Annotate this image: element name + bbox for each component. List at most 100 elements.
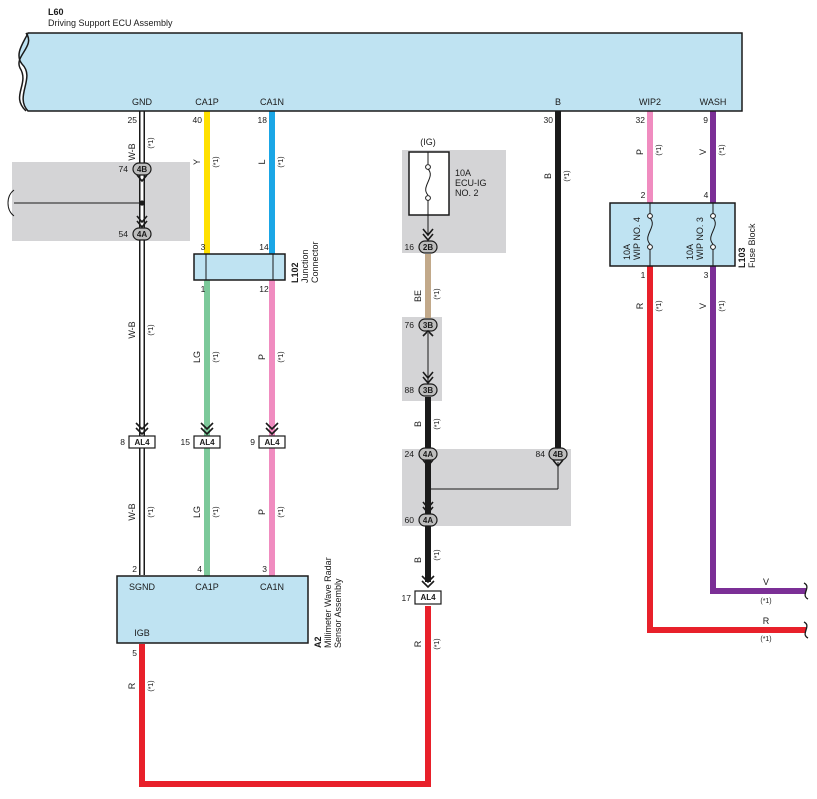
svg-text:(*1): (*1) xyxy=(278,351,285,362)
svg-text:WIP NO. 4: WIP NO. 4 xyxy=(632,217,642,260)
ecu-l60 xyxy=(18,32,743,112)
l102-label: L102 Junction Connector xyxy=(290,241,320,283)
fuse-ecu-ig-no2 xyxy=(408,151,450,216)
terminal-gnd: GND xyxy=(132,97,153,107)
ig-fuse-amp: 10A xyxy=(455,168,471,178)
terminal-ca1n: CA1N xyxy=(260,97,284,107)
svg-text:B: B xyxy=(413,421,423,427)
svg-text:R: R xyxy=(127,682,137,689)
junction-connector-l102 xyxy=(193,253,286,281)
svg-text:(*1): (*1) xyxy=(148,324,155,335)
svg-text:AL4: AL4 xyxy=(199,438,215,447)
pin-74: 74 xyxy=(119,164,129,174)
junction-area-4a4b-left xyxy=(12,162,190,241)
svg-text:AL4: AL4 xyxy=(420,593,436,602)
sensor-a2 xyxy=(116,575,309,644)
left-junction-branch xyxy=(7,189,145,217)
svg-text:(*1): (*1) xyxy=(434,638,441,649)
svg-text:4B: 4B xyxy=(553,450,563,459)
connector-3b-bottom: 3B xyxy=(418,371,438,397)
pin-60: 60 xyxy=(405,515,415,525)
cond-out-v: (*1) xyxy=(760,598,771,605)
cond-out-r: (*1) xyxy=(760,636,771,643)
svg-text:Fuse Block: Fuse Block xyxy=(747,223,757,268)
svg-text:(*1): (*1) xyxy=(213,506,220,517)
svg-text:Connector: Connector xyxy=(310,241,320,283)
ig-fuse-name: ECU-IG xyxy=(455,178,487,188)
pin-54: 54 xyxy=(119,229,129,239)
pin-1-fuse: 1 xyxy=(641,270,646,280)
pin-17: 17 xyxy=(402,593,412,603)
svg-text:L102: L102 xyxy=(290,262,300,283)
svg-text:10A: 10A xyxy=(685,244,695,260)
wire-color-out-v: V xyxy=(763,577,769,587)
svg-text:B: B xyxy=(413,557,423,563)
svg-text:LG: LG xyxy=(192,351,202,363)
sensor-terminal-ca1p: CA1P xyxy=(195,582,219,592)
l103-label: L103 Fuse Block xyxy=(737,223,757,268)
pin-30: 30 xyxy=(544,115,554,125)
svg-text:R: R xyxy=(413,640,423,647)
svg-text:A2: A2 xyxy=(313,636,323,648)
pin-5-sensor: 5 xyxy=(132,648,137,658)
sensor-terminal-ca1n: CA1N xyxy=(260,582,284,592)
svg-text:V: V xyxy=(698,303,708,309)
connector-3b-top: 3B xyxy=(418,318,438,337)
pin-14: 14 xyxy=(259,242,269,252)
l60-code: L60 xyxy=(48,7,64,17)
pin-88: 88 xyxy=(405,385,415,395)
svg-text:L103: L103 xyxy=(737,247,747,268)
svg-text:4A: 4A xyxy=(423,450,433,459)
svg-text:Sensor Assembly: Sensor Assembly xyxy=(333,578,343,648)
pin-25: 25 xyxy=(128,115,138,125)
connector-4b-84: 4B xyxy=(548,447,568,468)
connector-al4-8: AL4 xyxy=(128,422,156,449)
svg-text:10A: 10A xyxy=(622,244,632,260)
svg-text:Millimeter Wave Radar: Millimeter Wave Radar xyxy=(323,557,333,648)
pin-40: 40 xyxy=(193,115,203,125)
l60-name: Driving Support ECU Assembly xyxy=(48,18,173,28)
fuse-wip4-label: 10A WIP NO. 4 xyxy=(622,217,642,260)
svg-text:Y: Y xyxy=(192,159,202,165)
wire-color-out-r: R xyxy=(763,616,770,626)
svg-text:P: P xyxy=(257,354,267,360)
wire-igb-red xyxy=(139,606,431,787)
svg-text:(*1): (*1) xyxy=(656,144,663,155)
svg-text:L: L xyxy=(257,159,267,164)
pin-18: 18 xyxy=(258,115,268,125)
svg-text:V: V xyxy=(698,149,708,155)
pin-3-sensor: 3 xyxy=(262,564,267,574)
svg-text:(*1): (*1) xyxy=(148,506,155,517)
connector-4a-left: 4A xyxy=(132,215,152,241)
svg-text:4B: 4B xyxy=(137,165,147,174)
svg-text:BE: BE xyxy=(413,290,423,302)
svg-text:P: P xyxy=(635,149,645,155)
pin-16: 16 xyxy=(405,242,415,252)
pin-9-al4: 9 xyxy=(250,437,255,447)
connector-4b-left: 4B xyxy=(132,162,152,183)
svg-text:(*1): (*1) xyxy=(719,144,726,155)
pin-1-junction: 1 xyxy=(201,284,206,294)
svg-text:(*1): (*1) xyxy=(278,156,285,167)
svg-text:P: P xyxy=(257,509,267,515)
svg-text:AL4: AL4 xyxy=(264,438,280,447)
terminal-wash: WASH xyxy=(700,97,727,107)
connector-al4-15: AL4 xyxy=(193,422,221,449)
pin-12: 12 xyxy=(259,284,269,294)
svg-text:(*1): (*1) xyxy=(564,170,571,181)
pin-4-fuse: 4 xyxy=(704,190,709,200)
pin-3-junction: 3 xyxy=(201,242,206,252)
wire-fuse-out-red xyxy=(647,266,806,633)
svg-text:(*1): (*1) xyxy=(148,680,155,691)
svg-text:LG: LG xyxy=(192,506,202,518)
pin-24: 24 xyxy=(405,449,415,459)
svg-text:4A: 4A xyxy=(137,230,147,239)
svg-text:AL4: AL4 xyxy=(134,438,150,447)
pin-32: 32 xyxy=(636,115,646,125)
svg-text:3B: 3B xyxy=(423,386,433,395)
pin-8: 8 xyxy=(120,437,125,447)
ig-fuse-no: NO. 2 xyxy=(455,188,479,198)
svg-text:(*1): (*1) xyxy=(434,418,441,429)
svg-text:R: R xyxy=(635,302,645,309)
pin-3-fuse: 3 xyxy=(704,270,709,280)
